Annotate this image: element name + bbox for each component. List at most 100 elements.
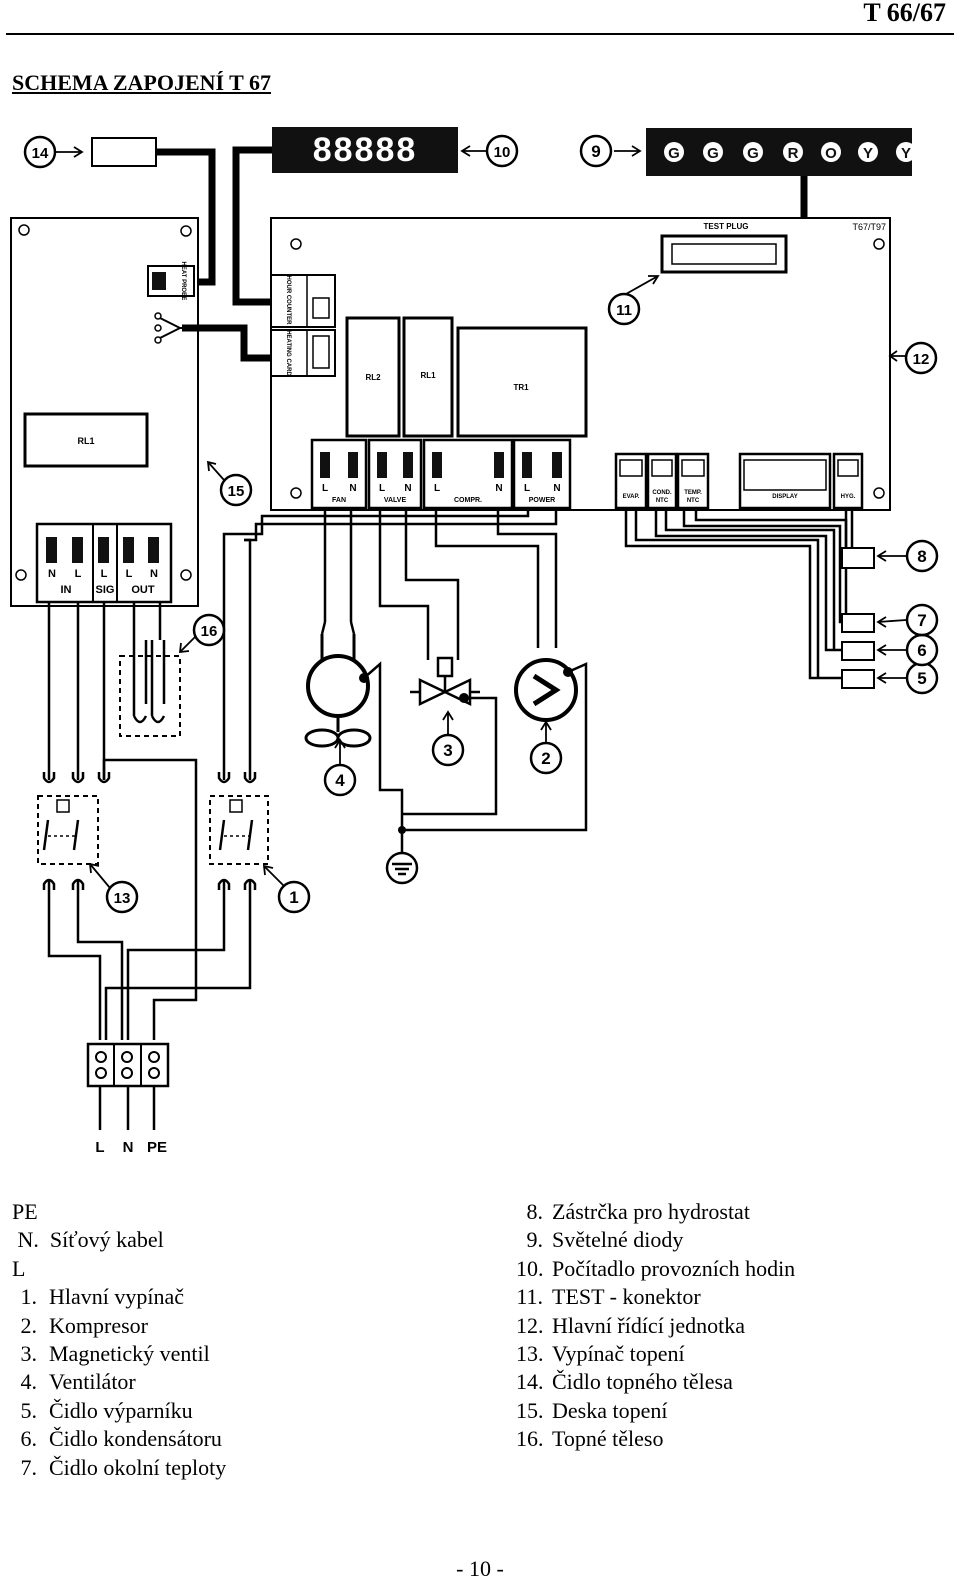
- led-6-icon: [896, 142, 916, 162]
- callout-8: [905, 539, 939, 573]
- hygrostat-plug: [841, 547, 875, 569]
- legend-text: Čidlo výparníku: [49, 1397, 193, 1423]
- heat-probe-label: HEAT PROBE: [180, 262, 186, 301]
- plug-connector-icon: [71, 878, 85, 890]
- callout-9: [579, 134, 613, 168]
- screw-icon: [121, 1051, 133, 1063]
- plug-connector-icon: [217, 772, 231, 784]
- main-switch-icon: [209, 795, 269, 865]
- heater-pin-label: L: [75, 568, 82, 580]
- callout-label: 12: [913, 351, 930, 368]
- legend-item: 15. Deska topení: [516, 1397, 936, 1425]
- callout-label: 16: [201, 623, 218, 640]
- terminal-name: POWER: [529, 497, 555, 504]
- legend-number: 6.: [20, 1426, 38, 1452]
- led-2-icon: [743, 142, 763, 162]
- callout-label: 4: [335, 771, 345, 790]
- plug-connector-icon: [243, 772, 257, 784]
- plug-connector-icon: [217, 878, 231, 890]
- hour-counter-label: HOUR COUNTER: [285, 276, 291, 326]
- callout-label: 9: [591, 142, 600, 161]
- callout-3: [431, 733, 465, 767]
- callout-label: 14: [32, 145, 49, 162]
- legend-item: N. Síťový kabel: [12, 1226, 482, 1254]
- heating-card-label: HEATING CARD: [285, 330, 291, 376]
- mains-wire-label: N: [123, 1139, 134, 1156]
- legend-item: 7.Čidlo okolní teploty: [12, 1454, 482, 1482]
- mains-wiring: [47, 532, 252, 1130]
- screw-icon: [148, 1067, 160, 1079]
- terminal-pin-n: N: [349, 483, 356, 494]
- legend-text: TEST - konektor: [552, 1284, 701, 1310]
- legend-number: 15.: [516, 1397, 544, 1423]
- callout-16: [192, 613, 226, 647]
- legend-item: 11.TEST - konektor: [516, 1283, 936, 1311]
- compressor-icon: [514, 658, 578, 722]
- solenoid-valve-icon: [410, 656, 480, 706]
- callout-15: [219, 473, 253, 507]
- plug-connector-icon: [97, 772, 111, 784]
- legend-item: 8.Zástrčka pro hydrostat: [516, 1198, 936, 1226]
- callout-label: 6: [917, 641, 926, 660]
- heater-relay-label: RL1: [77, 436, 94, 446]
- led-3-label: R: [788, 145, 799, 162]
- sensor-terminal-label: NTC: [656, 498, 669, 504]
- terminal-name: COMPR.: [454, 497, 482, 504]
- power-wiring: [244, 508, 558, 660]
- terminal-name: FAN: [332, 497, 346, 504]
- condenser-sensor: [841, 641, 875, 661]
- mains-terminal-block: [86, 1042, 170, 1088]
- sensor-terminal-label: EVAP.: [623, 494, 640, 500]
- legend-item: 3.Magnetický ventil: [12, 1340, 482, 1368]
- led-5-icon: [858, 142, 878, 162]
- sensor-wiring: [624, 508, 874, 680]
- callout-label: 13: [114, 890, 131, 907]
- terminal-pin-l: L: [524, 483, 530, 494]
- terminal-pin-n: N: [553, 483, 560, 494]
- mains-wire-label: L: [95, 1139, 104, 1156]
- legend-text: L: [12, 1255, 26, 1281]
- terminal-pin-n: N: [404, 483, 411, 494]
- callout-14: [23, 135, 57, 169]
- legend-item: 10.Počítadlo provozních hodin: [516, 1255, 936, 1283]
- legend-item: 13.Vypínač topení: [516, 1340, 936, 1368]
- legend-item: 16.Topné těleso: [516, 1425, 936, 1453]
- legend-text: Čidlo kondensátoru: [49, 1426, 222, 1452]
- legend-text: Kompresor: [49, 1312, 148, 1338]
- heater-group-label: SIG: [96, 584, 115, 596]
- heater-pin-label: L: [126, 568, 133, 580]
- callout-10: [485, 134, 519, 168]
- legend-item: 4.Ventilátor: [12, 1368, 482, 1396]
- legend-text: Deska topení: [552, 1397, 668, 1423]
- callout-4: [323, 763, 357, 797]
- heating-element-icon: [119, 602, 181, 737]
- legend-number: 8.: [526, 1199, 544, 1224]
- terminal-pin-l: L: [322, 483, 328, 494]
- led-5-label: Y: [863, 145, 873, 162]
- legend-item: 2.Kompresor: [12, 1312, 482, 1340]
- header-rule: [6, 33, 954, 35]
- page-number: T 66/67: [863, 0, 946, 27]
- legend-number: 12.: [516, 1312, 544, 1338]
- callout-label: 3: [443, 741, 452, 760]
- heater-pin-label: N: [150, 568, 158, 580]
- heater-pin-label: L: [101, 568, 108, 580]
- ground-icon: [385, 851, 419, 885]
- led-1-label: G: [707, 145, 719, 162]
- legend-text: Čidlo topného tělesa: [552, 1369, 733, 1395]
- fan-motor-icon: [304, 634, 372, 748]
- callout-11: [607, 292, 641, 326]
- legend-number: 14.: [516, 1369, 544, 1395]
- legend-text: Ventilátor: [49, 1369, 136, 1395]
- plug-connector-icon: [42, 878, 56, 890]
- callout-12: [904, 341, 938, 375]
- terminal-name: VALVE: [384, 497, 407, 504]
- led-4-icon: [821, 142, 841, 162]
- terminal-pin-l: L: [379, 483, 385, 494]
- legend-text: Čidlo okolní teploty: [49, 1454, 227, 1480]
- legend-number: 13.: [516, 1341, 544, 1367]
- callout-13: [105, 880, 139, 914]
